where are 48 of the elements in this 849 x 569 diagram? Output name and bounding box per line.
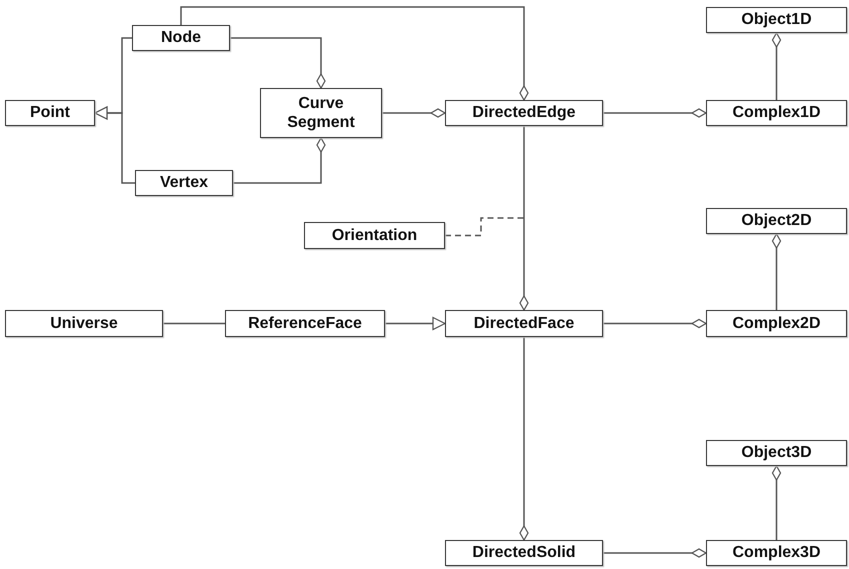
class-name: Universe: [50, 314, 118, 334]
class-name: Node: [161, 28, 201, 48]
class-name: Curve Segment: [286, 94, 356, 132]
class-box: [135, 170, 233, 196]
class-box: [132, 25, 230, 51]
class-name: ReferenceFace: [248, 314, 362, 334]
class-name: Point: [30, 103, 70, 123]
class-name: DirectedEdge: [472, 103, 576, 123]
class-name: Object2D: [741, 211, 812, 231]
class-box: [445, 100, 603, 126]
class-name: Complex1D: [732, 103, 821, 123]
class-box: [706, 310, 847, 337]
dashed-connector: [445, 217, 524, 236]
connector-line: [772, 233, 782, 310]
connector-line: [603, 548, 707, 558]
class-box: [706, 208, 847, 234]
class-box: [706, 7, 847, 33]
class-name: DirectedFace: [474, 314, 574, 334]
connector-line: [603, 318, 707, 328]
connector-line: [94, 106, 135, 184]
class-box: [445, 310, 603, 337]
connector-line: [385, 316, 446, 330]
connector-line: [519, 337, 529, 541]
class-name: Complex3D: [732, 543, 821, 563]
class-box: [706, 100, 847, 126]
class-box: [260, 88, 382, 138]
class-name: Object1D: [741, 10, 812, 30]
class-box: [706, 540, 847, 566]
connector-line: [603, 108, 707, 118]
connector-line: [180, 6, 529, 101]
class-box: [225, 310, 385, 337]
class-box: [445, 540, 603, 566]
connector-line: [772, 465, 782, 540]
connector-line: [163, 322, 225, 324]
class-box: [706, 440, 847, 466]
connector-line: [519, 126, 529, 311]
class-box: [304, 222, 445, 249]
class-name: Complex2D: [732, 314, 821, 334]
connector-line: [230, 37, 326, 89]
connector-line: [233, 137, 326, 184]
class-name: DirectedSolid: [472, 543, 576, 563]
class-box: [5, 310, 163, 337]
connector-line: [772, 32, 782, 100]
class-name: Object3D: [741, 443, 812, 463]
class-name: Vertex: [160, 173, 208, 193]
class-box: [5, 100, 95, 126]
connector-line: [382, 108, 446, 118]
class-name: Orientation: [332, 226, 418, 246]
